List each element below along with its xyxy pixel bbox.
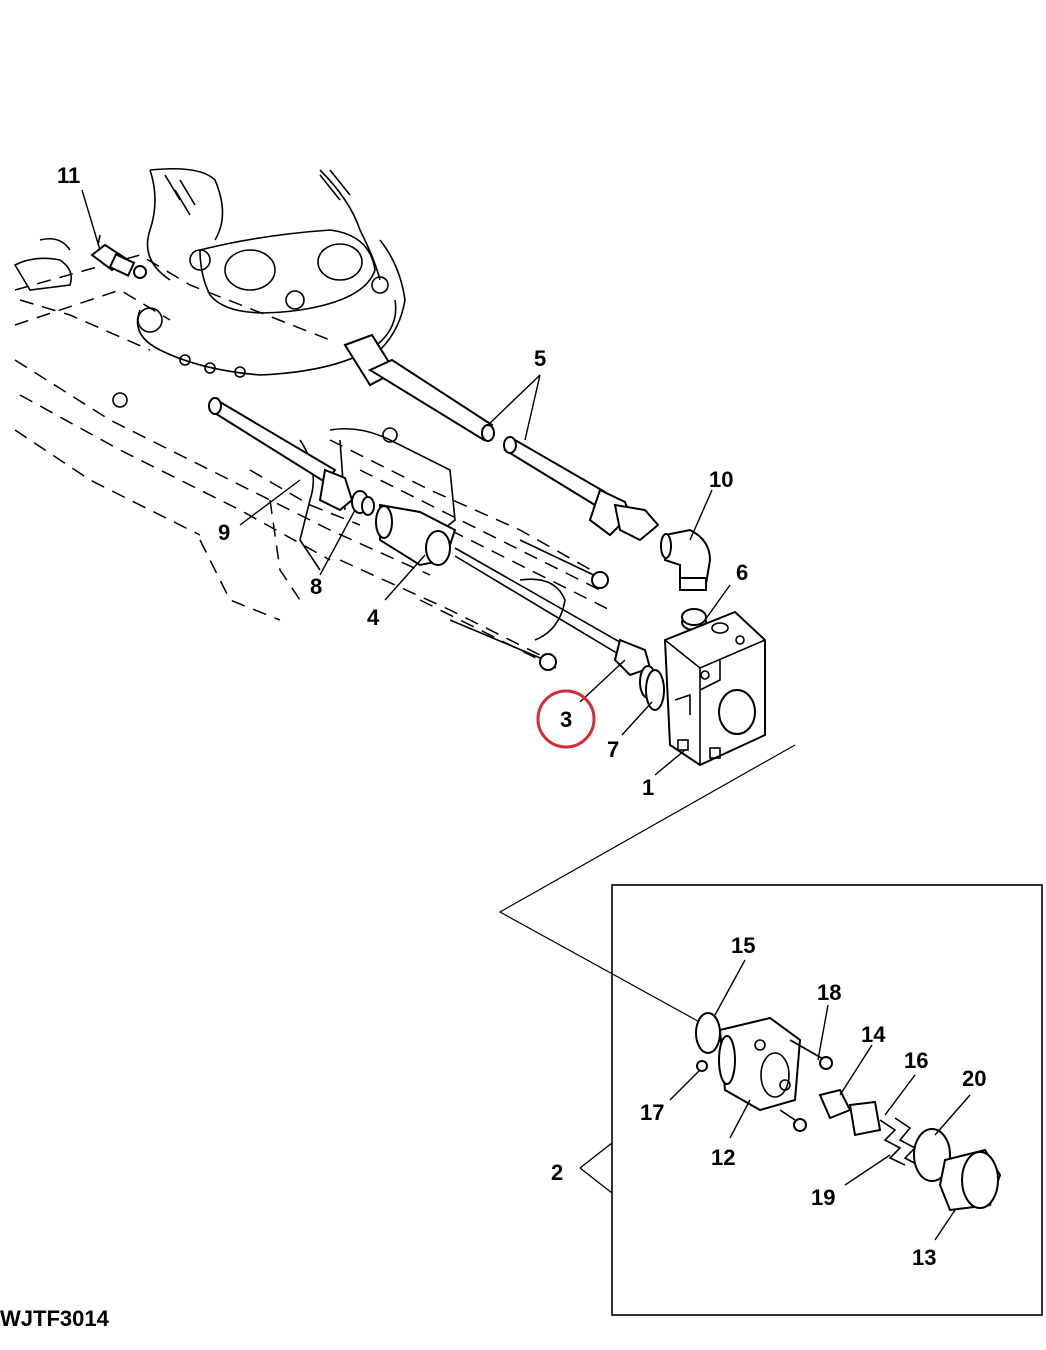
tube-5-upper (343, 333, 495, 442)
bolts (449, 539, 609, 671)
elbow-fitting-10 (660, 528, 712, 591)
coupler-4 (375, 503, 457, 567)
callout-14: 14 (861, 1022, 886, 1047)
tube-9 (208, 397, 354, 512)
callout-10: 10 (709, 467, 733, 492)
detail-inset (498, 744, 1043, 1316)
figure-id: WJTF3014 (0, 1306, 110, 1331)
callout-2: 2 (551, 1160, 563, 1185)
callout-3: 3 (560, 707, 572, 732)
callout-1: 1 (642, 775, 654, 800)
callout-13: 13 (912, 1245, 936, 1270)
callout-12: 12 (711, 1145, 735, 1170)
callout-20: 20 (962, 1066, 986, 1091)
callout-7: 7 (607, 737, 619, 762)
callout-6: 6 (736, 560, 748, 585)
inset-parts (695, 1012, 1002, 1212)
valve-block-1 (663, 610, 766, 767)
callout-18: 18 (817, 980, 841, 1005)
callout-4: 4 (367, 605, 380, 630)
tube-5-lower (503, 436, 660, 542)
callout-5: 5 (534, 346, 546, 371)
leader-lines (81, 189, 971, 1241)
callout-labels: 1 2 3 4 5 6 7 8 9 10 11 12 13 14 15 16 1… (57, 163, 986, 1270)
callout-11: 11 (57, 163, 80, 188)
callout-17: 17 (640, 1100, 664, 1125)
sensor-fitting-11 (90, 234, 147, 279)
callout-19: 19 (811, 1185, 835, 1210)
callout-15: 15 (731, 933, 755, 958)
fitting-8 (351, 490, 375, 516)
engine-housing-outline (13, 167, 611, 671)
seal-7 (645, 669, 665, 711)
callout-9: 9 (218, 520, 230, 545)
callout-16: 16 (904, 1048, 928, 1073)
callout-8: 8 (310, 574, 322, 599)
highlight-circle (536, 689, 596, 749)
